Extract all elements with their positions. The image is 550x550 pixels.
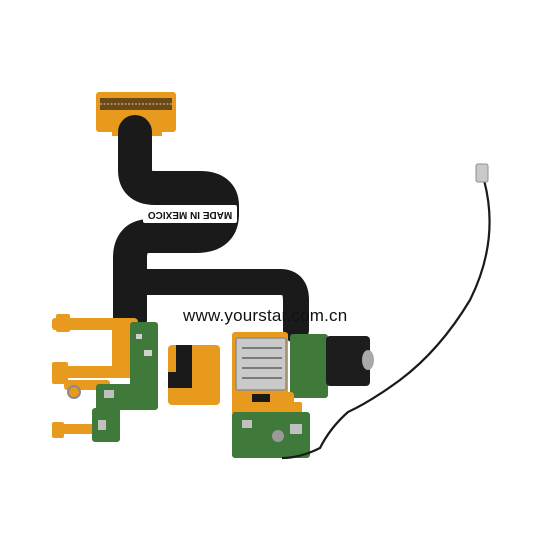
pcb-left: [92, 322, 158, 442]
orange-pad: [168, 345, 220, 405]
black-flex-ribbon: [113, 115, 309, 343]
antenna-wire: [281, 163, 491, 460]
sim-jack-board: [232, 332, 374, 458]
watermark-text: www.yourstar.com.cn: [183, 306, 348, 325]
made-in-label: MADE IN MEXICO: [143, 205, 237, 223]
